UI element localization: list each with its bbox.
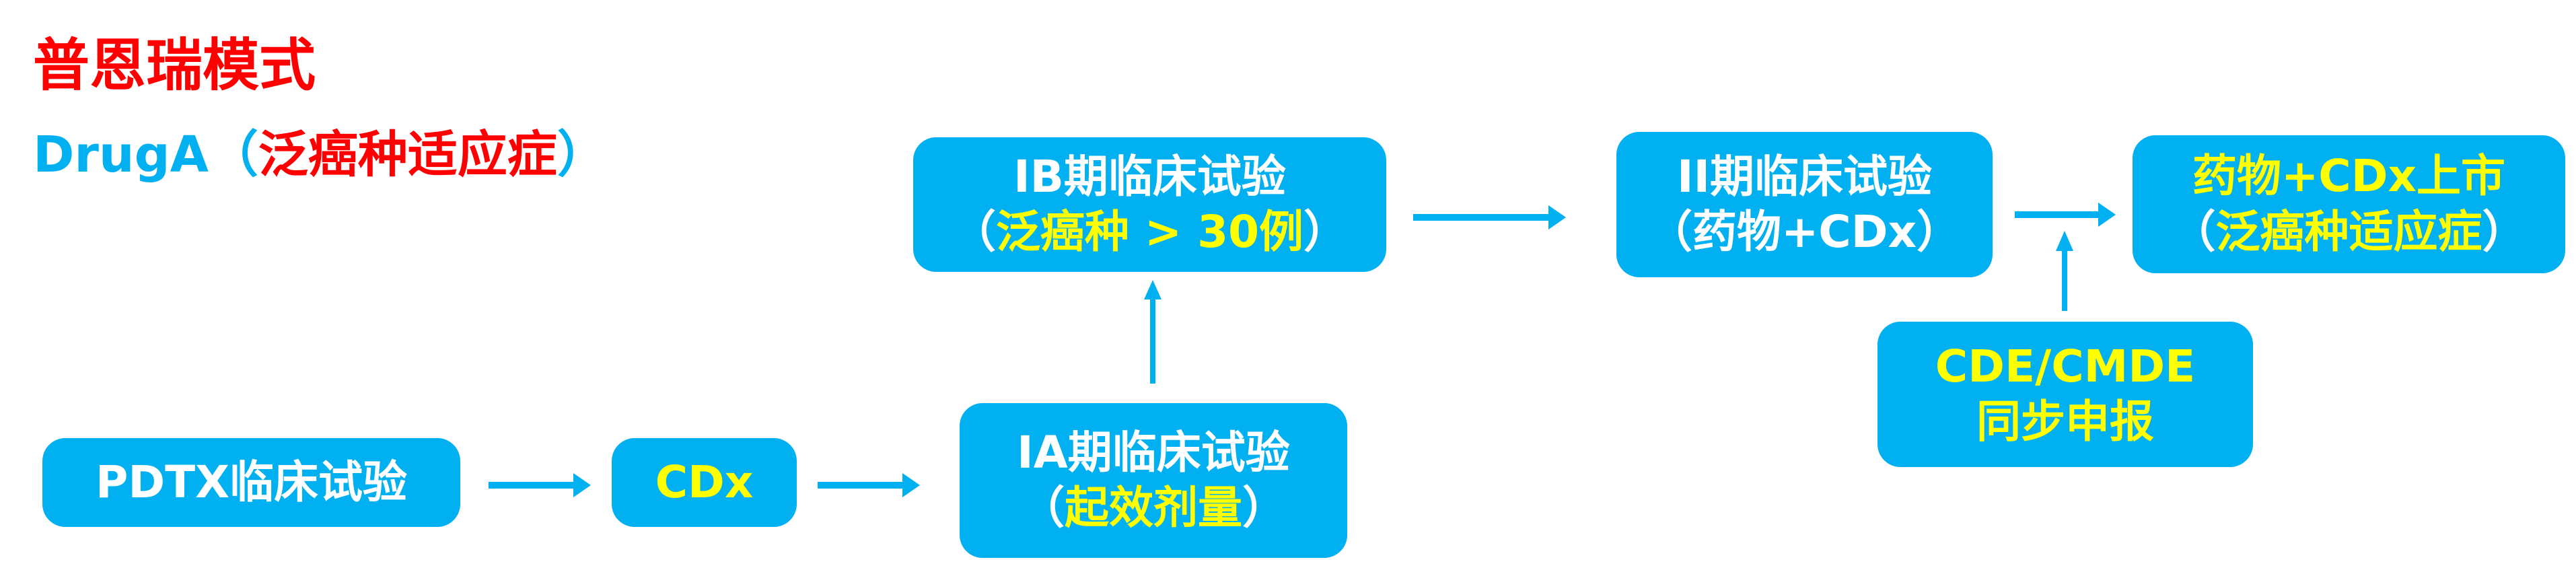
- cde-detail: 同步申报: [1976, 396, 2154, 448]
- phase-ib-label: IB期临床试验: [1013, 150, 1286, 203]
- arrow-up-icon: [2056, 231, 2073, 311]
- open-paren: （: [1020, 482, 1065, 534]
- market-box: 药物+CDx上市 （泛癌种适应症）: [2133, 135, 2565, 273]
- arrow-right-icon: [489, 473, 591, 497]
- market-detail: （泛癌种适应症）: [2172, 205, 2527, 260]
- phase-ib-detail: （泛癌种 > 30例）: [952, 205, 1348, 260]
- cde-label: CDE/CMDE: [1935, 340, 2196, 392]
- arrow-right-icon: [1413, 205, 1566, 229]
- close-paren: ）: [1242, 482, 1287, 534]
- drug-name: DrugA: [33, 126, 209, 184]
- phase-ii-detail: （药物+CDx）: [1647, 206, 1962, 258]
- phase-ii-label: II期临床试验: [1676, 150, 1933, 203]
- detail-text: 泛癌种适应症: [2215, 205, 2482, 258]
- phase-ia-detail: （起效剂量）: [1020, 480, 1287, 536]
- cdx-label: CDx: [655, 456, 754, 508]
- open-paren: （: [951, 206, 996, 258]
- detail-text: 起效剂量: [1065, 482, 1242, 534]
- close-paren: ）: [2482, 205, 2527, 258]
- market-label: 药物+CDx上市: [2192, 150, 2506, 202]
- page-title: 普恩瑞模式: [33, 32, 316, 98]
- phase-ia-label: IA期临床试验: [1017, 426, 1290, 478]
- cde-box: CDE/CMDE 同步申报: [1877, 322, 2253, 467]
- pdtx-box: PDTX临床试验: [42, 438, 460, 527]
- open-paren: （: [2171, 205, 2216, 258]
- phase-ii-box: II期临床试验 （药物+CDx）: [1616, 132, 1993, 277]
- open-paren: （: [208, 126, 258, 184]
- phase-ib-box: IB期临床试验 （泛癌种 > 30例）: [913, 137, 1386, 272]
- detail-text: 泛癌种 > 30例: [995, 206, 1304, 258]
- indication: 泛癌种适应症: [258, 126, 557, 184]
- pdtx-label: PDTX临床试验: [95, 456, 408, 508]
- arrow-right-icon: [2015, 203, 2116, 227]
- close-paren: ）: [557, 126, 607, 184]
- arrow-up-icon: [1144, 280, 1161, 384]
- close-paren: ）: [1303, 206, 1349, 258]
- arrow-right-icon: [818, 473, 920, 497]
- cdx-box: CDx: [612, 438, 797, 527]
- subtitle: DrugA（泛癌种适应症）: [33, 114, 607, 186]
- phase-ia-box: IA期临床试验 （起效剂量）: [960, 403, 1347, 558]
